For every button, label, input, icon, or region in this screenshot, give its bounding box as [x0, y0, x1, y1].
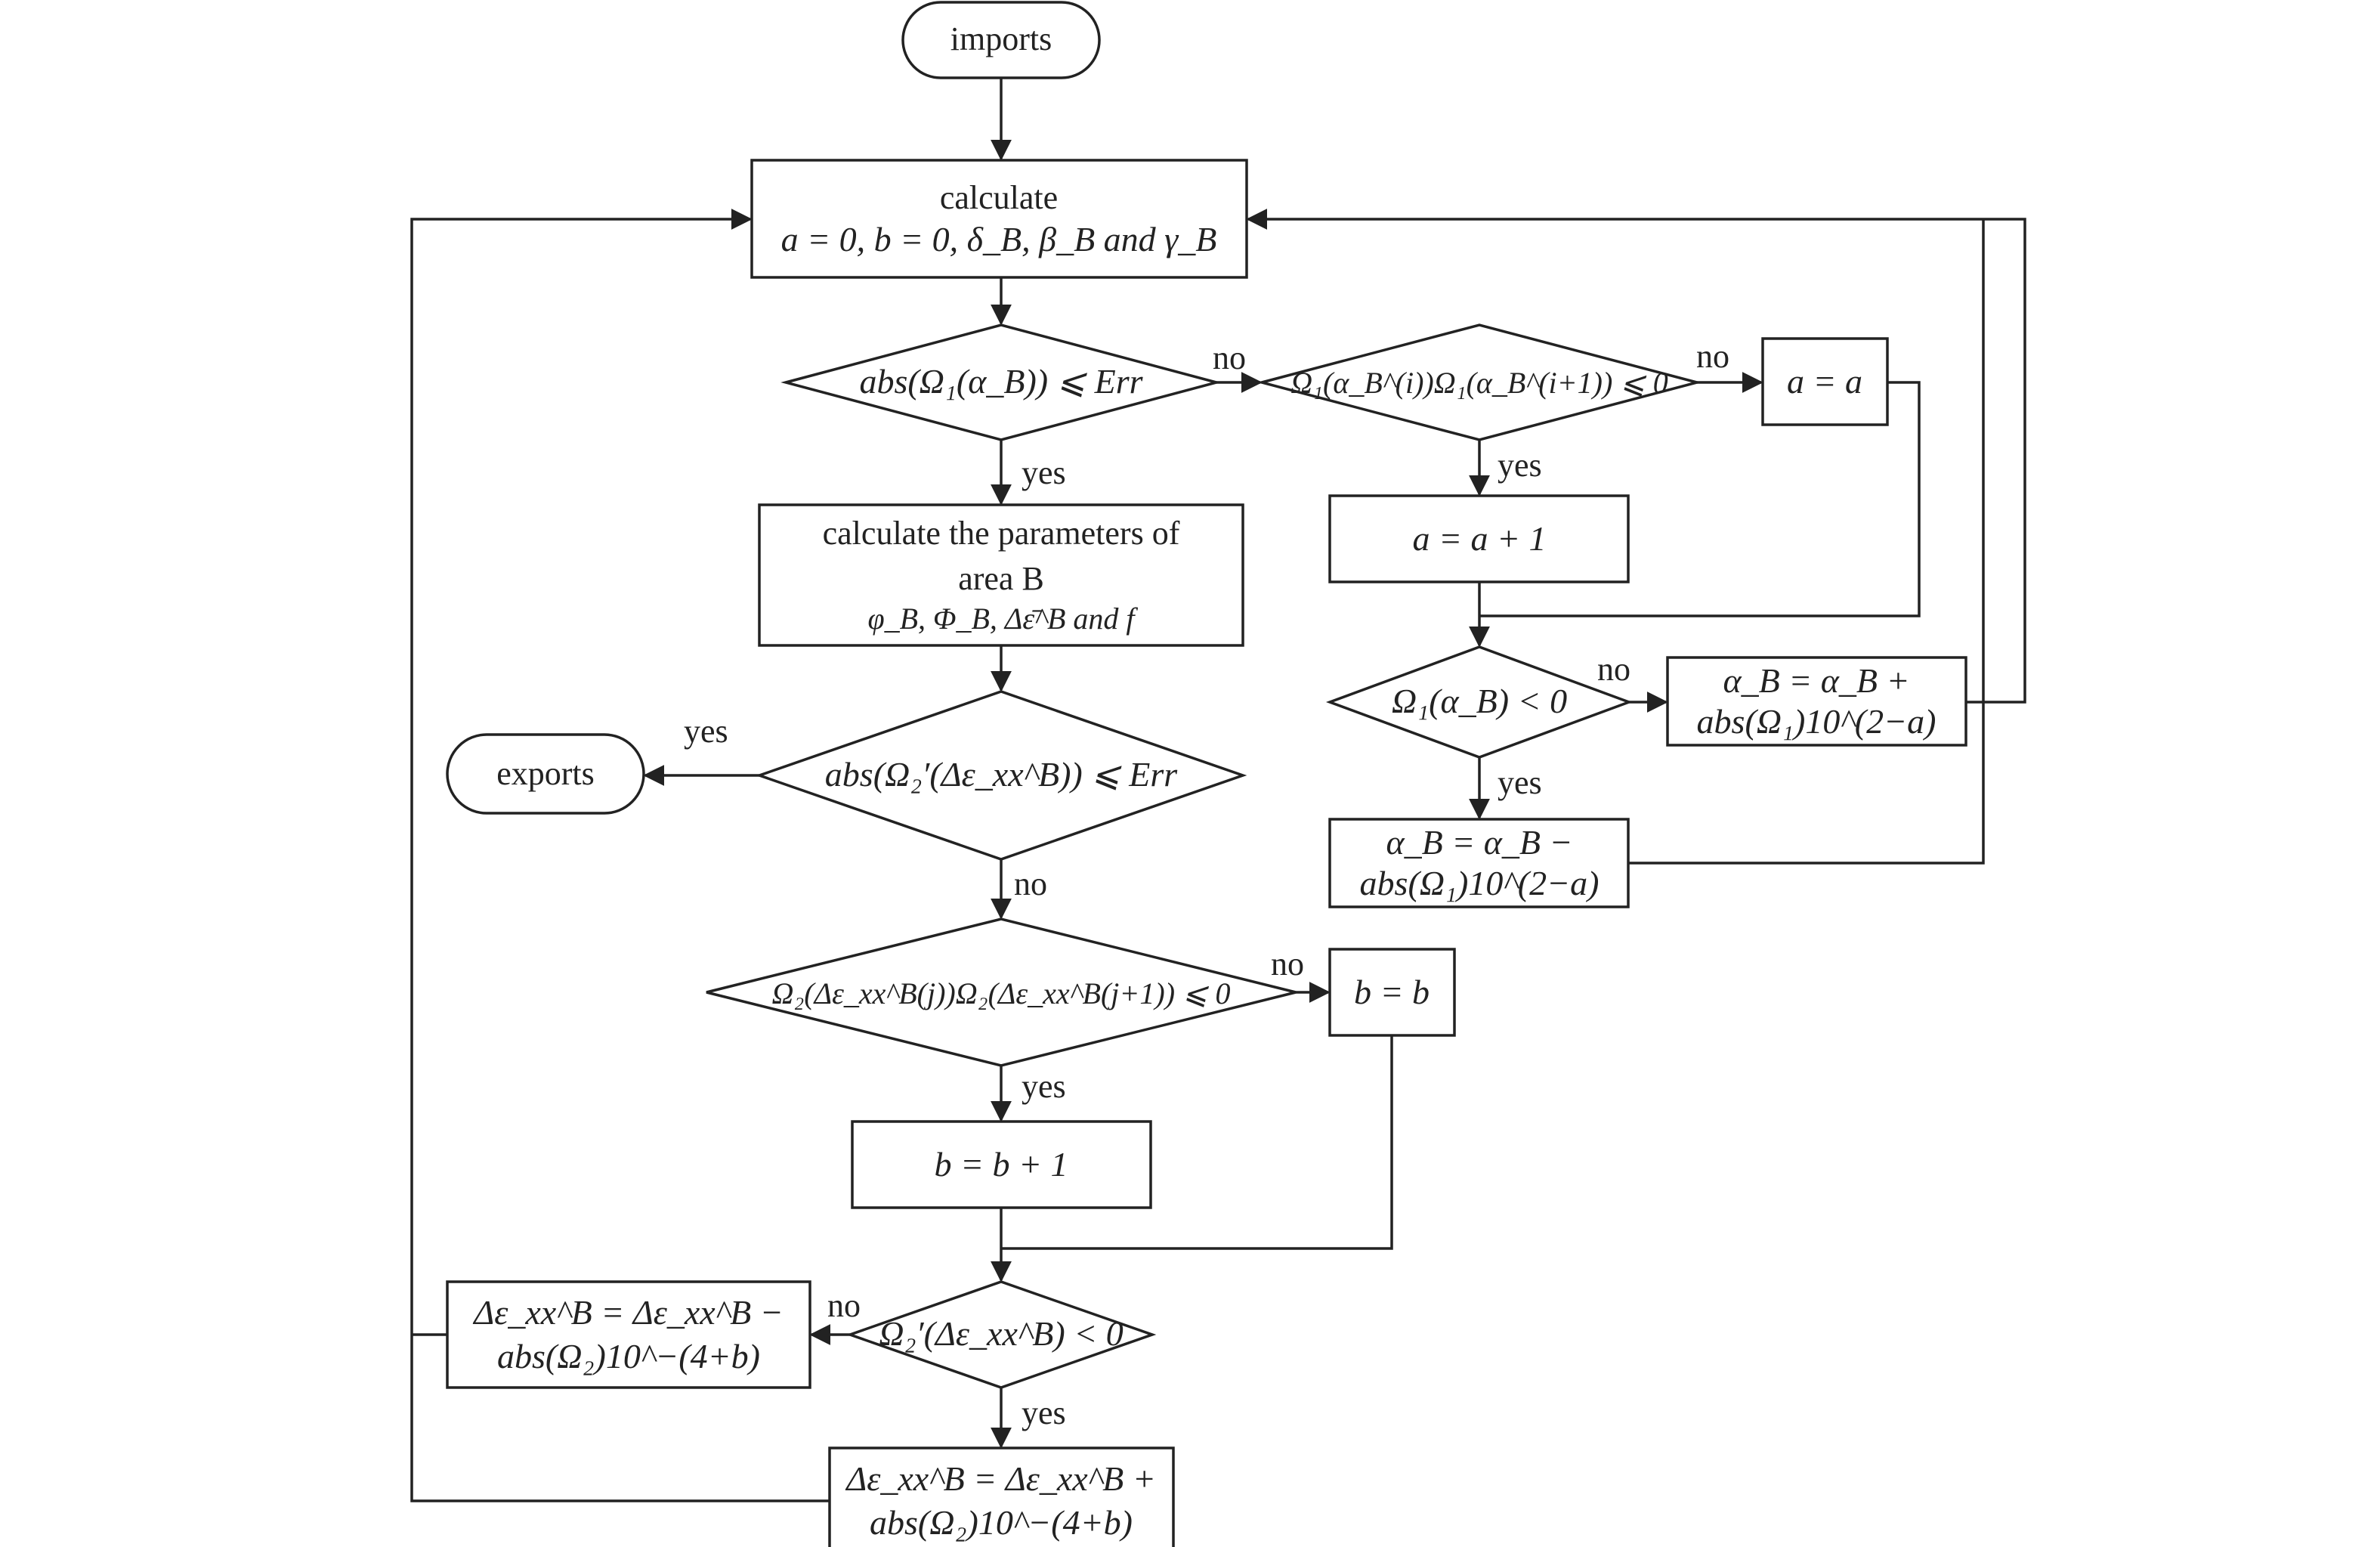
alpha-plus-line2: abs(Ω₁)10^(2−a) [1697, 702, 1936, 741]
calculate-params-line3: φ_B, Φ_B, Δε̄^B and f [867, 602, 1138, 636]
decision-omega2-negative-text: Ω₂′(Δε_xx^B) < 0 [879, 1314, 1123, 1353]
edge-a-equals-merge [1479, 381, 1921, 617]
epsilon-plus-line2: abs(Ω₂)10^−(4+b) [870, 1503, 1133, 1542]
label-no-decision2: no [1014, 865, 1047, 902]
calculate-init-box [750, 159, 1248, 279]
decision-omega2-err [755, 690, 1247, 861]
exports-text: exports [496, 755, 595, 792]
label-yes-decision2: yes [684, 713, 728, 750]
decision-omega2-negative [845, 1280, 1157, 1389]
label-yes-product2: yes [1022, 1068, 1066, 1105]
label-no-negative1: no [1597, 651, 1630, 688]
alpha-plus-line1: α_B = α_B + [1723, 661, 1909, 700]
label-no-product1: no [1696, 338, 1729, 375]
calculate-params-line2: area B [958, 560, 1044, 597]
label-yes-negative1: yes [1498, 764, 1542, 801]
epsilon-plus-line1: Δε_xx^B = Δε_xx^B + [845, 1459, 1156, 1498]
alpha-minus-line2: abs(Ω₁)10^(2−a) [1360, 864, 1600, 902]
decision-omega1-product-text: Ω₁(α_B^(i))Ω₁(α_B^(i+1)) ⩽ 0 [1290, 366, 1668, 400]
epsilon-minus-line2: abs(Ω₂)10^−(4+b) [497, 1337, 760, 1375]
calculate-init-vars: a = 0, b = 0, δ_B, β_B and γ_B [781, 220, 1217, 258]
a-equals-a-box [1761, 337, 1889, 426]
decision-omega2-product-text: Ω₂(Δε_xx^B(j))Ω₂(Δε_xx^B(j+1)) ⩽ 0 [771, 976, 1230, 1010]
calculate-params-box [758, 503, 1244, 647]
label-yes-product1: yes [1498, 447, 1542, 484]
edge-alpha-minus-loop [1628, 219, 1985, 865]
alpha-minus-box [1328, 818, 1630, 908]
calculate-init-label: calculate [940, 179, 1058, 216]
decision-omega2-err-text: abs(Ω₂′(Δε_xx^B)) ⩽ Err [825, 755, 1179, 794]
b-increment-box [851, 1120, 1152, 1209]
label-no-negative2: no [827, 1287, 861, 1324]
a-increment-text: a = a + 1 [1412, 519, 1546, 558]
a-equals-a-text: a = a [1787, 362, 1862, 401]
b-equals-b-text: b = b [1354, 973, 1430, 1011]
label-no-product2: no [1271, 945, 1304, 982]
alpha-minus-line1: α_B = α_B − [1386, 823, 1572, 862]
decision-omega1-err-text: abs(Ω₁(α_B)) ⩽ Err [859, 362, 1143, 401]
label-yes-decision1: yes [1022, 454, 1066, 491]
decision-omega1-negative-text: Ω₁(α_B) < 0 [1392, 682, 1567, 720]
edge-epsilon-plus-loop [410, 209, 830, 1502]
edge-alpha-plus-loop [1246, 209, 2026, 704]
edge-b-equals-merge [1001, 1035, 1393, 1250]
epsilon-plus-box [828, 1446, 1175, 1547]
calculate-params-line1: calculate the parameters of [823, 515, 1180, 552]
imports-text: imports [950, 20, 1052, 57]
label-yes-negative2: yes [1022, 1394, 1066, 1431]
epsilon-minus-line1: Δε_xx^B = Δε_xx^B − [472, 1293, 784, 1332]
label-no-decision1: no [1213, 339, 1246, 376]
epsilon-minus-box [446, 1280, 811, 1389]
b-increment-text: b = b + 1 [934, 1145, 1068, 1183]
